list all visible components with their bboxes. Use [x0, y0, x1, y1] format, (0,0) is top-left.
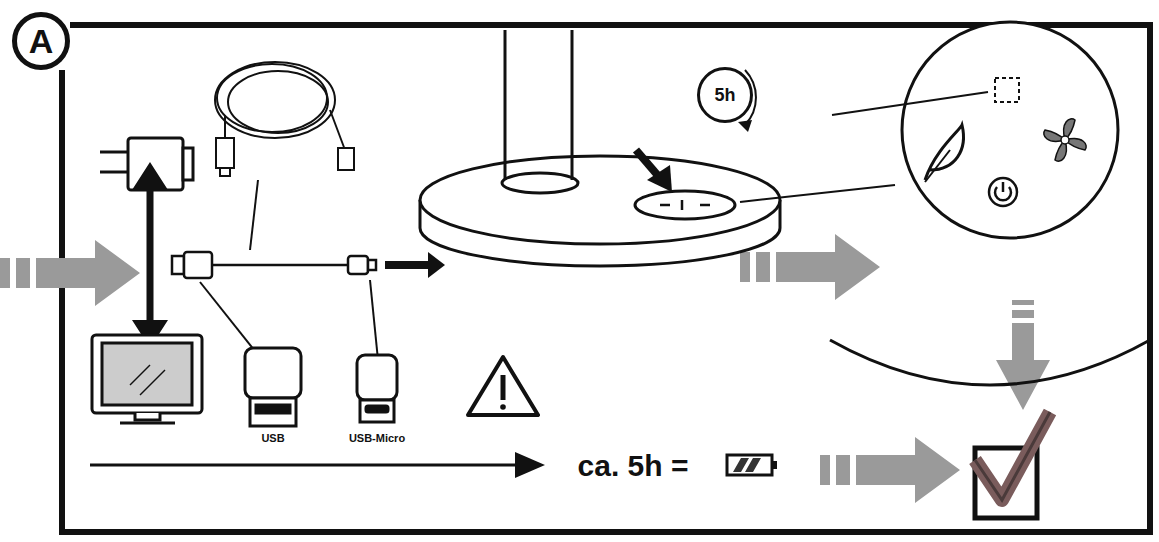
pointer-arrow-head: [647, 165, 672, 192]
monitor: [92, 335, 202, 423]
step-letter: A: [12, 12, 70, 70]
warning-symbol: [468, 357, 538, 415]
node-text: A: [29, 22, 54, 61]
timer-arc-head: [738, 120, 752, 132]
battery-icon: [727, 455, 777, 475]
timer-dial: 5h: [697, 67, 753, 123]
node-text: 5h: [714, 85, 735, 106]
connector-label: USB-Micro: [349, 432, 405, 444]
usb-connector: [245, 348, 301, 426]
black-arrow: [385, 261, 430, 269]
checkbox: [975, 412, 1050, 518]
usb-micro-connector: [357, 355, 397, 422]
time-arrow-head: [515, 452, 545, 478]
leader-line: [740, 185, 895, 202]
leader-line: [832, 92, 988, 115]
connector-label: USB: [261, 432, 284, 444]
pointer-arrow: [636, 150, 660, 178]
time-arrow: [90, 464, 520, 467]
cable-coil: [215, 62, 354, 176]
timer-ticks: [698, 68, 752, 122]
black-arrow-head: [428, 252, 445, 278]
double-arrow: [147, 175, 154, 335]
control-panel-zoom: [902, 22, 1118, 238]
leader-line: [250, 180, 258, 250]
arc: [830, 340, 1150, 385]
charge-time: ca. 5h =: [578, 449, 689, 483]
usb-cable: [172, 252, 376, 278]
fan-base: [420, 30, 780, 266]
double-arrow-heads: [132, 162, 168, 348]
